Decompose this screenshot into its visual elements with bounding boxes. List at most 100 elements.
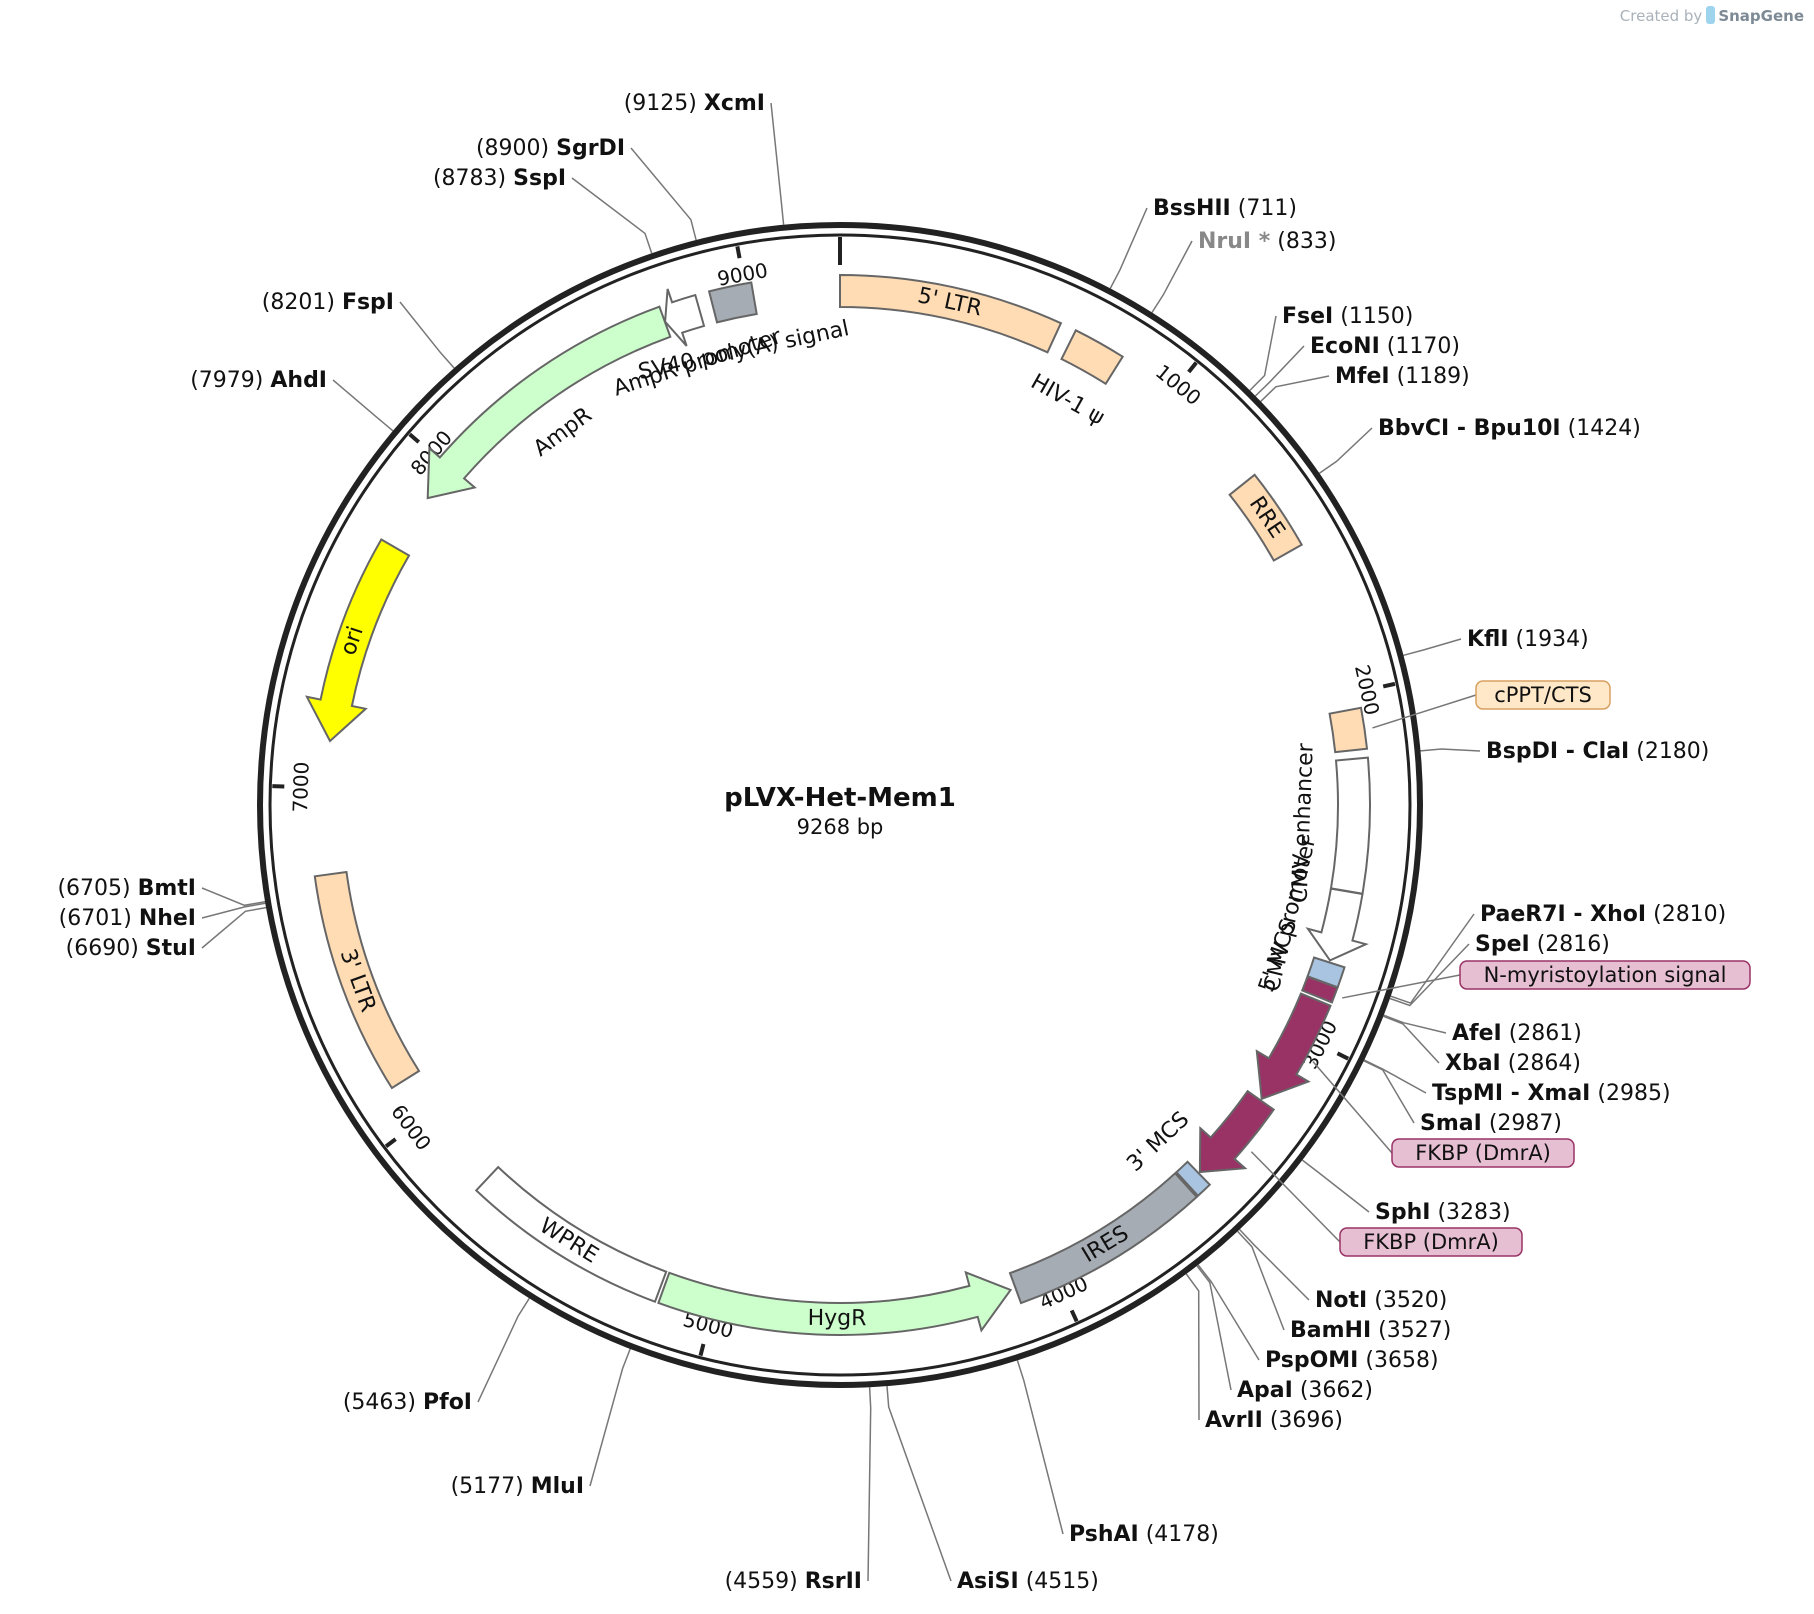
site-name: NheI [139, 906, 196, 931]
site-position: (3520) [1374, 1288, 1447, 1313]
site-leader [1016, 1360, 1064, 1535]
site-name: StuI [146, 936, 196, 961]
site-name: PshAI [1069, 1522, 1139, 1547]
site-position: (2985) [1597, 1081, 1670, 1106]
feature-fkbp-dmra [1198, 1089, 1276, 1174]
site-position: (8201) [262, 290, 335, 315]
callout-box [1475, 680, 1611, 710]
restriction-site-bsshii: BssHII (711) [1153, 196, 1297, 221]
site-leader [1237, 1230, 1285, 1331]
feature-ampr-promoter [664, 288, 706, 347]
map-center: pLVX-Het-Mem1 9268 bp [724, 783, 956, 839]
site-name: MluI [531, 1474, 584, 1499]
backbone-outer-ring [257, 222, 1423, 1388]
site-name: NotI [1315, 1288, 1367, 1313]
site-position: (5463) [343, 1390, 416, 1415]
callout-label: FKBP (DmrA) [1363, 1230, 1499, 1254]
restriction-site-pspomi: PspOMI (3658) [1265, 1348, 1439, 1373]
site-name: ApaI [1237, 1378, 1293, 1403]
feature-cmv-promoter [1305, 887, 1369, 962]
feature-3-ltr [313, 870, 421, 1090]
site-leader [1403, 638, 1462, 657]
restriction-site-xbai: XbaI (2864) [1445, 1051, 1581, 1076]
feature-label: HygR [808, 1306, 867, 1331]
site-leader [1196, 1265, 1232, 1391]
callout-label: FKBP (DmrA) [1415, 1141, 1551, 1165]
site-leader [1420, 748, 1481, 752]
restriction-site-kfli: KflI (1934) [1467, 627, 1589, 652]
feature-ires [1008, 1171, 1199, 1305]
site-position: (6701) [59, 906, 132, 931]
site-name: BamHI [1290, 1318, 1371, 1343]
tick-mark [384, 1137, 397, 1148]
site-name: RsrII [805, 1569, 862, 1594]
restriction-site-afei: AfeI (2861) [1452, 1021, 1582, 1046]
restriction-site-stui: (6690) StuI [66, 936, 196, 961]
site-name: SspI [513, 166, 566, 191]
restriction-site-sspi: (8783) SspI [433, 166, 566, 191]
plasmid-name: pLVX-Het-Mem1 [724, 783, 956, 813]
tick-label: 7000 [288, 761, 314, 813]
tick-mark [1069, 1309, 1079, 1323]
site-position: (6690) [66, 936, 139, 961]
site-leader [1363, 1060, 1415, 1124]
backbone [257, 222, 1423, 1388]
restriction-site-rsrii: (4559) RsrII [725, 1569, 862, 1594]
credit-prefix: Created by [1619, 7, 1703, 25]
site-leader [630, 147, 697, 241]
site-leader-lines [201, 102, 1481, 1582]
restriction-site-tspmi-xmai: TspMI - XmaI (2985) [1432, 1081, 1671, 1106]
site-name: KflI [1467, 627, 1509, 652]
restriction-site-spei: SpeI (2816) [1475, 932, 1610, 957]
site-position: (2816) [1537, 932, 1610, 957]
tick-label: 1000 [1151, 359, 1206, 410]
site-name: AsiSI [957, 1569, 1019, 1594]
restriction-site-bbvci-bpu10i: BbvCI - Bpu10I (1424) [1378, 416, 1641, 441]
restriction-site-econi: EcoNI (1170) [1310, 334, 1460, 359]
site-name: BssHII [1153, 196, 1231, 221]
site-position: (3696) [1270, 1408, 1343, 1433]
site-position: (2987) [1489, 1111, 1562, 1136]
site-leader [1363, 1059, 1427, 1094]
site-name: PspOMI [1265, 1348, 1358, 1373]
site-leader [1383, 1014, 1447, 1034]
site-leader [477, 1297, 530, 1403]
tick-mark [1336, 1051, 1350, 1061]
site-position: (2861) [1509, 1021, 1582, 1046]
feature-n-myristoylation-signal [1300, 975, 1339, 1004]
site-position: (711) [1238, 196, 1297, 221]
site-name: SmaI [1420, 1111, 1482, 1136]
site-position: (3658) [1365, 1348, 1438, 1373]
site-position: (1189) [1397, 364, 1470, 389]
site-leader [571, 177, 653, 254]
feature-rre [1228, 473, 1304, 562]
site-name: SphI [1375, 1200, 1430, 1225]
site-name: AhdI [270, 368, 327, 393]
site-position: (3283) [1437, 1200, 1510, 1225]
restriction-site-sgrdi: (8900) SgrDI [476, 136, 625, 161]
site-leader [201, 887, 266, 907]
site-name: TspMI - XmaI [1432, 1081, 1590, 1106]
tick-mark [735, 245, 742, 259]
restriction-site-sphi: SphI (3283) [1375, 1200, 1511, 1225]
restriction-site-pfoi: (5463) PfoI [343, 1390, 472, 1415]
callout-box [1459, 960, 1751, 990]
site-position: (3662) [1300, 1378, 1373, 1403]
site-name: FspI [342, 290, 394, 315]
feature-5-ltr [839, 273, 1063, 354]
feature-3-mcs [1174, 1160, 1212, 1198]
tick-mark [1382, 681, 1396, 689]
site-name: PfoI [423, 1390, 472, 1415]
backbone-inner-ring [268, 233, 1412, 1377]
site-leader [1185, 1273, 1200, 1421]
site-leader [1109, 207, 1148, 289]
restriction-site-apai: ApaI (3662) [1237, 1378, 1373, 1403]
site-leader [589, 1348, 631, 1487]
site-position: (2810) [1653, 902, 1726, 927]
site-name: FseI [1282, 304, 1333, 329]
site-leader [770, 102, 785, 225]
tick-mark [1187, 361, 1198, 374]
restriction-site-asisi: AsiSI (4515) [957, 1569, 1099, 1594]
restriction-site-fsei: FseI (1150) [1282, 304, 1413, 329]
feature-sv40-poly-a-signal [707, 281, 758, 324]
